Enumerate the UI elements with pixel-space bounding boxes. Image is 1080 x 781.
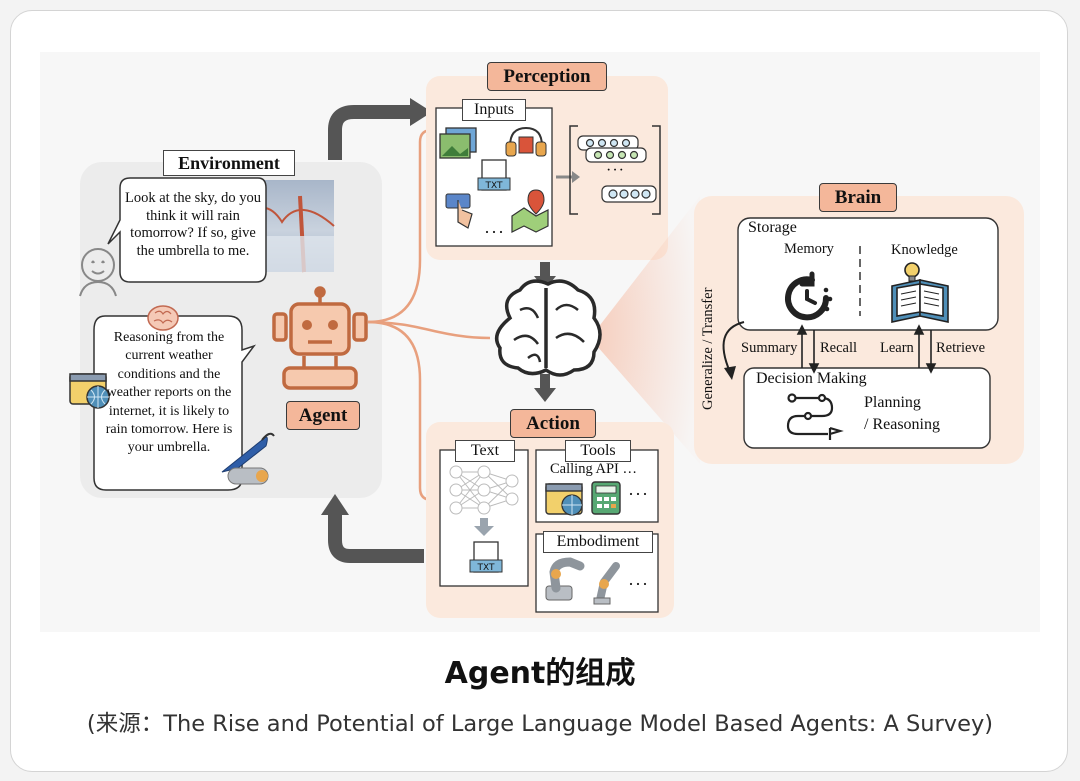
robot-arm-icon [545, 557, 620, 605]
embodiment-more-dots: ··· [628, 574, 649, 594]
neural-net-icon [449, 465, 519, 515]
user-icon [79, 248, 117, 297]
learn-label: Learn [880, 340, 914, 356]
text-output-label: Text [455, 440, 515, 462]
generalize-arrow [722, 321, 745, 373]
action-title: Action [510, 409, 596, 438]
embodiment-label: Embodiment [543, 531, 653, 553]
environment-title: Environment [163, 150, 295, 176]
knowledge-book-icon [891, 262, 949, 323]
inputs-label: Inputs [462, 99, 526, 121]
figure-caption-source: (来源：The Rise and Potential of Large Lang… [86, 711, 994, 737]
token-bracket [569, 125, 661, 215]
small-brain-icon [147, 305, 179, 331]
decision-making-label: Decision Making [756, 370, 867, 387]
env-to-perception-arrow [328, 105, 412, 160]
location-input-icon [511, 189, 549, 233]
reply-text: Reasoning from the current weather condi… [105, 330, 233, 456]
reply-bubble [93, 315, 257, 491]
browser-tool-icon [545, 483, 583, 516]
svg-text:TXT: TXT [476, 563, 495, 573]
planning-icon [786, 393, 844, 440]
tools-label: Tools [565, 440, 631, 462]
generalize-transfer-label: Generalize / Transfer [700, 287, 716, 410]
storage-label: Storage [748, 219, 797, 236]
action-to-env-arrow [328, 512, 424, 563]
recall-label: Recall [820, 340, 858, 356]
calculator-tool-icon [591, 481, 621, 515]
touch-input-icon [445, 193, 473, 229]
calling-api-label: Calling API … [550, 461, 638, 477]
agent-robot-icon [272, 286, 368, 390]
question-text: Look at the sky, do you think it will ra… [125, 190, 261, 259]
agent-brain-link [367, 320, 491, 340]
umbrella-robot-arm-icon [221, 432, 275, 485]
token-embeddings [577, 135, 657, 203]
tools-more-dots: ··· [628, 484, 649, 504]
reasoning-label: / Reasoning [864, 416, 940, 433]
text-output-icon: TXT [469, 541, 503, 573]
summary-label: Summary [741, 340, 798, 356]
brain-action-arrow [540, 374, 550, 388]
agent-action-link [367, 320, 433, 502]
memory-label: Memory [784, 241, 834, 257]
decision-making-box [743, 367, 991, 449]
tokens-more-dots: ··· [606, 162, 625, 179]
question-bubble [107, 177, 267, 283]
internet-icon [69, 373, 110, 409]
figure-caption-title: Agent的组成 [444, 656, 636, 691]
brain-zoom-wedge [590, 196, 700, 464]
perception-brain-arrow [540, 262, 550, 276]
image-input-icon [439, 127, 477, 159]
svg-text:TXT: TXT [484, 181, 503, 191]
agent-label: Agent [286, 401, 360, 430]
text-generation-arrow [474, 526, 494, 536]
retrieve-label: Retrieve [936, 340, 986, 356]
storage-decision-arrows [796, 324, 937, 374]
agent-perception-link [367, 128, 433, 324]
perception-title: Perception [487, 62, 607, 91]
text-input-icon: TXT [477, 159, 511, 191]
audio-input-icon [505, 126, 547, 157]
inputs-more-dots: ··· [484, 222, 505, 242]
central-brain-icon [494, 279, 602, 377]
brain-title: Brain [819, 183, 897, 212]
memory-icon [785, 271, 833, 321]
knowledge-label: Knowledge [891, 242, 958, 258]
planning-label: Planning [864, 394, 921, 411]
